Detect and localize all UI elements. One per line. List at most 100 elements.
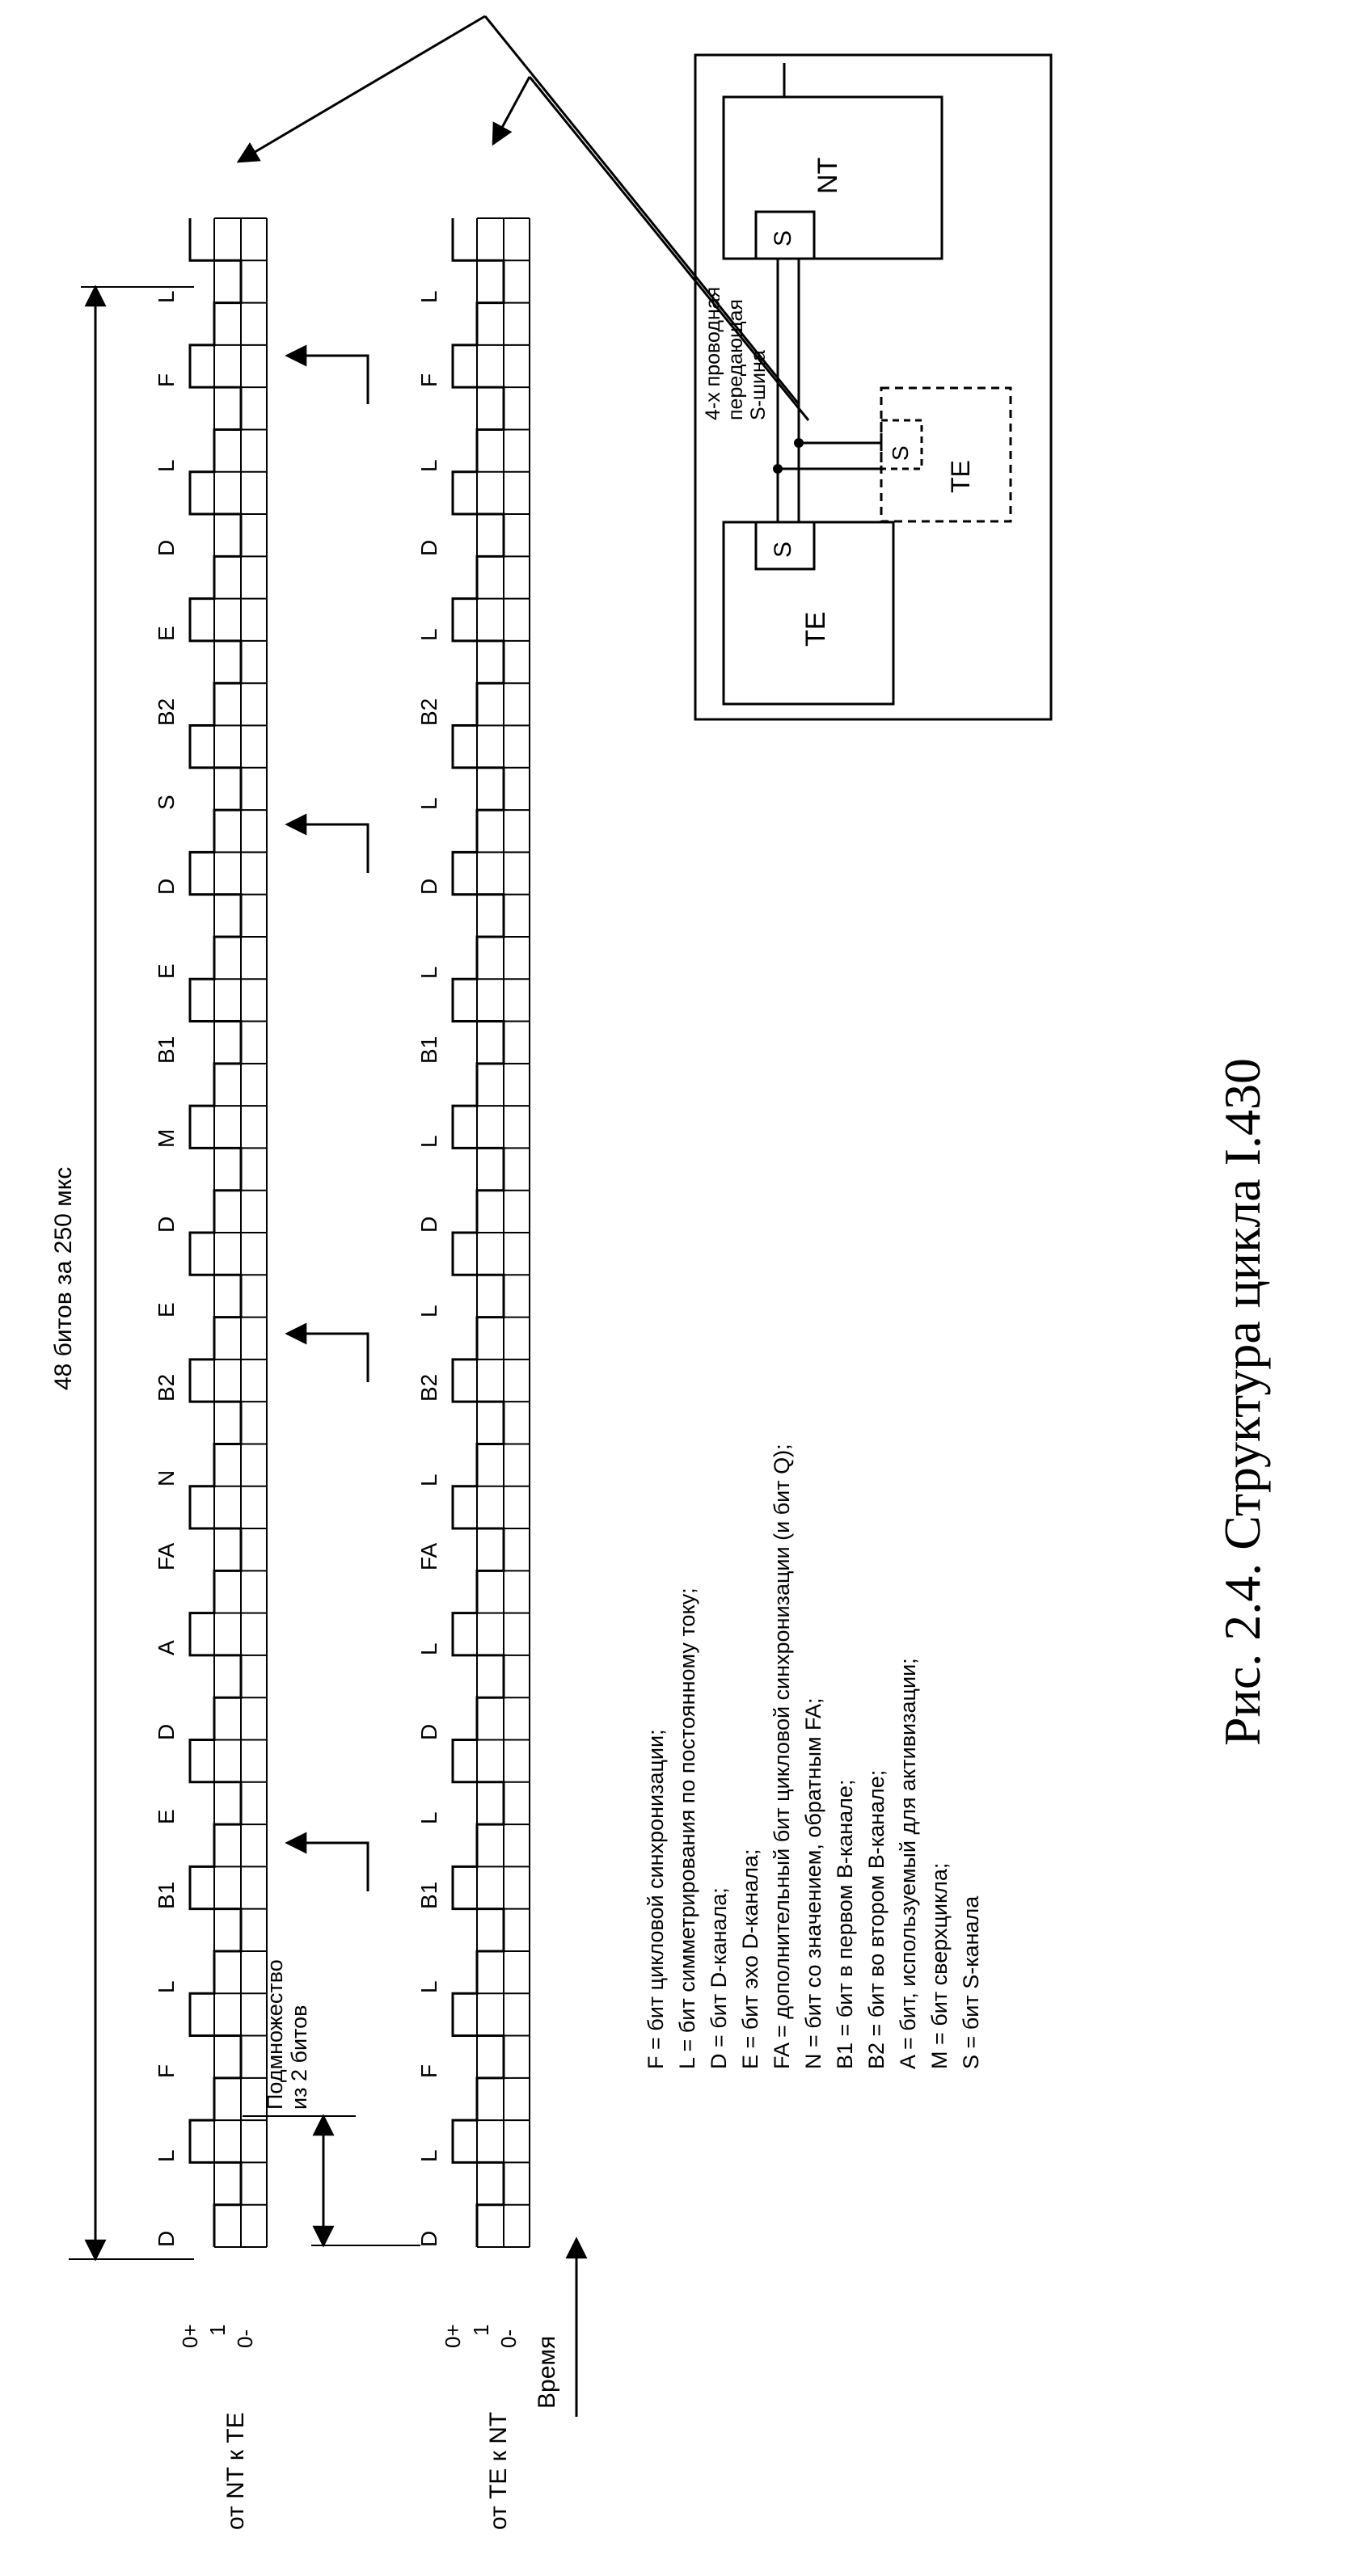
echo-arrow xyxy=(285,813,369,873)
nt-bit-label: A xyxy=(154,1640,179,1655)
nt-bit-label: B2 xyxy=(154,698,179,726)
nt-bit-label: E xyxy=(154,626,179,641)
nt-bit-label: E xyxy=(154,963,179,979)
legend-item: M = бит сверхцикла; xyxy=(927,1862,952,2069)
nt-bit-label: L xyxy=(154,459,179,472)
te-bit-label: L xyxy=(416,797,441,810)
legend-item: FA = дополнительный бит цикловой синхрон… xyxy=(770,1444,794,2069)
te-bit-label: F xyxy=(416,373,441,387)
row-nt-level-0minus: 0- xyxy=(233,2329,257,2348)
nt-bit-label: M xyxy=(154,1128,179,1148)
legend-item: B1 = бит в первом B-канале; xyxy=(833,1779,857,2069)
legend-item: F = бит цикловой синхронизации; xyxy=(644,1729,668,2069)
diagonal-arrow-bottom xyxy=(492,76,531,146)
inset-frame xyxy=(694,53,1053,721)
row-nt-direction-label: от NT к TE xyxy=(222,2412,249,2530)
nt-waveform xyxy=(188,218,243,2247)
te-bit-label: D xyxy=(416,539,441,556)
te-bit-label: L xyxy=(416,290,441,303)
row-te-level-0plus: 0+ xyxy=(441,2324,465,2348)
s-bus-node-2 xyxy=(794,438,804,448)
te-dashed-box xyxy=(880,386,1012,523)
legend-item: B2 = бит во втором B-канале; xyxy=(864,1769,889,2069)
bit-group-arrows xyxy=(285,344,369,1891)
subset-label-line1: Подмножество xyxy=(263,1959,287,2110)
te-dashed-label: TE xyxy=(946,460,975,493)
nt-bit-label: B2 xyxy=(154,1373,179,1402)
nt-bit-label: D xyxy=(154,1723,179,1740)
nt-bit-label: FA xyxy=(154,1542,179,1570)
legend-item: D = бит D-канала; xyxy=(707,1887,731,2069)
te-bit-label: L xyxy=(416,628,441,641)
te-bit-label: B1 xyxy=(416,1035,441,1064)
row-te-level-1: 1 xyxy=(469,2324,493,2336)
te-bit-label: D xyxy=(416,2230,441,2247)
nt-bit-label: F xyxy=(154,373,179,387)
te-to-nt-signal xyxy=(451,217,530,2248)
echo-arrow xyxy=(285,1322,369,1382)
row-nt-level-1: 1 xyxy=(205,2324,230,2336)
te-dashed-s-interface xyxy=(880,419,923,470)
nt-bit-label: E xyxy=(154,1809,179,1824)
nt-bit-label: D xyxy=(154,539,179,556)
legend-item: N = бит со значением, обратным FA; xyxy=(801,1697,825,2069)
te-bit-label: L xyxy=(416,1642,441,1655)
bus-label-line1: 4-х проводная xyxy=(702,286,724,420)
row-te-direction-label: от TE к NT xyxy=(485,2411,512,2530)
nt-bit-label: S xyxy=(154,795,179,810)
row-te-level-0minus: 0- xyxy=(496,2329,521,2348)
legend-item: L = бит симметрирования по постоянному т… xyxy=(675,1587,699,2069)
te-bit-label: D xyxy=(416,1216,441,1233)
bus-label-line2: передающая xyxy=(724,299,747,420)
te-bit-label: F xyxy=(416,2064,441,2078)
nt-to-te-signal xyxy=(188,217,268,2248)
subset-label: Подмножество из 2 битов xyxy=(263,1959,311,2110)
te-s-label: S xyxy=(770,541,796,558)
te-bit-label: FA xyxy=(416,1542,441,1570)
legend: F = бит цикловой синхронизации; L = бит … xyxy=(640,1444,987,2069)
diagonal-arrow-top xyxy=(236,15,486,163)
te-bit-label: B1 xyxy=(416,1881,441,1909)
te-bit-label: L xyxy=(416,1811,441,1824)
te-bit-label: L xyxy=(416,459,441,472)
te-bit-label: L xyxy=(416,1305,441,1318)
bus-label: 4-х проводная передающая S-шина xyxy=(702,287,770,420)
te-bit-label: L xyxy=(416,1135,441,1148)
nt-bit-label: D xyxy=(154,2230,179,2247)
te-bit-label: L xyxy=(416,1980,441,1993)
nt-bit-label: L xyxy=(154,1980,179,1993)
te-bit-label: D xyxy=(416,878,441,895)
nt-bit-label: L xyxy=(154,2149,179,2162)
te-dashed-s-label: S xyxy=(888,445,913,461)
nt-bit-label: L xyxy=(154,290,179,303)
te-label: TE xyxy=(800,611,831,647)
connector-line-1 xyxy=(483,15,800,405)
figure-caption: Рис. 2.4. Структура цикла I.430 xyxy=(1214,1057,1271,1746)
nt-label: NT xyxy=(813,157,843,194)
te-bit-label: L xyxy=(416,966,441,979)
nt-bit-label: F xyxy=(154,2064,179,2078)
te-bit-label: L xyxy=(416,2149,441,2162)
nt-bit-label: B1 xyxy=(154,1881,179,1909)
nt-bit-label: B1 xyxy=(154,1035,179,1064)
time-label: Время xyxy=(534,2335,560,2409)
legend-item: S = бит S-канала xyxy=(959,1895,983,2069)
nt-bit-label: D xyxy=(154,1216,179,1233)
echo-arrow xyxy=(285,344,369,404)
nt-bit-label: D xyxy=(154,878,179,895)
te-s-interface xyxy=(754,521,816,571)
legend-item: A = бит, используемый для активизации; xyxy=(896,1658,920,2069)
nt-bit-label: E xyxy=(154,1302,179,1318)
connector-line-2 xyxy=(528,76,810,421)
te-bit-label: L xyxy=(416,1474,441,1486)
s-bus-node-1 xyxy=(773,464,783,474)
te-bit-label: B2 xyxy=(416,698,441,726)
subset-label-line2: из 2 битов xyxy=(287,2005,311,2110)
bus-label-line3: S-шина xyxy=(747,350,770,420)
echo-arrow xyxy=(285,1832,369,1891)
row-nt-level-0plus: 0+ xyxy=(178,2324,202,2348)
te-waveform xyxy=(451,218,505,2247)
nt-bit-label: N xyxy=(154,1469,179,1486)
nt-s-interface xyxy=(754,210,816,260)
